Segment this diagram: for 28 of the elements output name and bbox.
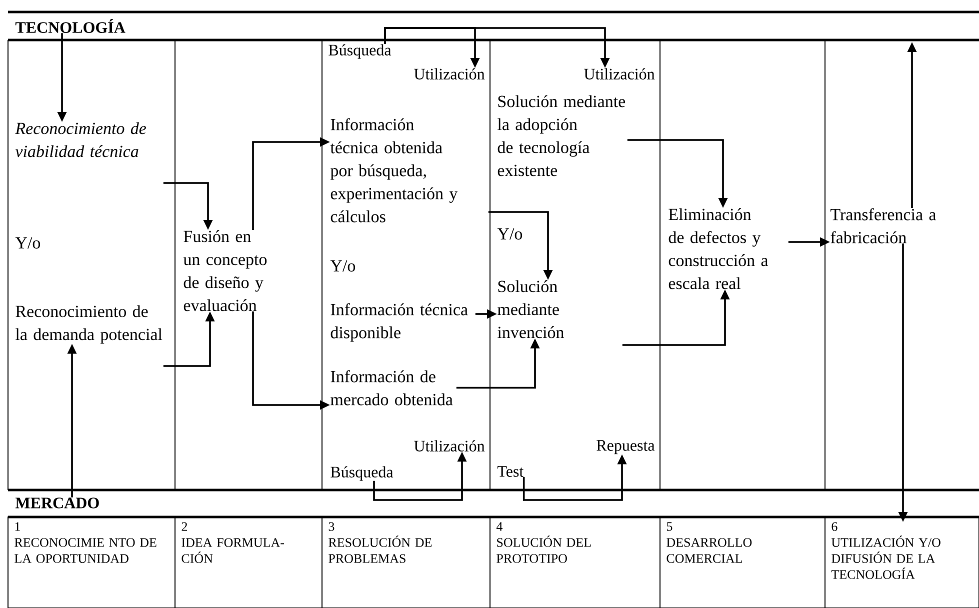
stage-cell: 3 RESOLUCIÓN DE PROBLEMAS — [322, 516, 490, 608]
band-heading: MERCADO — [16, 498, 99, 508]
flow-label: Test — [498, 466, 524, 477]
flow-label: Utilización — [414, 68, 485, 80]
conjunction-label: Y/o — [330, 260, 356, 272]
flow-label: Búsqueda — [328, 44, 392, 59]
step-text: Transferencia a fabricación — [830, 208, 936, 244]
step-text: Solución mediante invención — [498, 280, 564, 338]
step-text: Información técnica obtenida por búsqueda, experimentación y cálculos — [330, 118, 458, 222]
step-text: Información técnica disponible — [330, 303, 468, 342]
flow-label: Búsqueda — [330, 466, 394, 481]
step-text: Reconocimiento de viabilidad técnica — [15, 122, 146, 158]
conjunction-label: Y/o — [497, 228, 522, 240]
stage-cell: 5 DESARROLLO COMERCIAL — [660, 516, 826, 608]
stage-cell: 2 IDEA FORMULA- CIÓN — [174, 516, 322, 608]
step-text: Eliminación de defectos y construcción a escala real — [668, 208, 768, 290]
stage-cell: 4 SOLUCIÓN DEL PROTOTIPO — [490, 516, 660, 608]
step-text: Reconocimiento de la demanda potencial — [16, 305, 162, 344]
step-text: Información de mercado obtenida — [330, 370, 453, 406]
flow-label: Utilización — [584, 68, 655, 80]
band-heading: TECNOLOGÍA — [15, 19, 126, 33]
conjunction-label: Y/o — [15, 237, 40, 249]
stage-cell: 6 UTILIZACIÓN Y/O DIFUSIÓN DE LA TECNOLOGÍA — [824, 516, 979, 608]
flow-label: Repuesta — [596, 440, 655, 454]
stage-cell: 1 RECONOCIMIE NTO DE LA OPORTUNIDAD — [8, 516, 176, 608]
step-text: Solución mediante la adopción de tecnología existente — [498, 95, 626, 176]
step-text: Fusión en un concepto de diseño y evaluación — [183, 230, 267, 312]
flow-label: Utilización — [414, 440, 485, 452]
